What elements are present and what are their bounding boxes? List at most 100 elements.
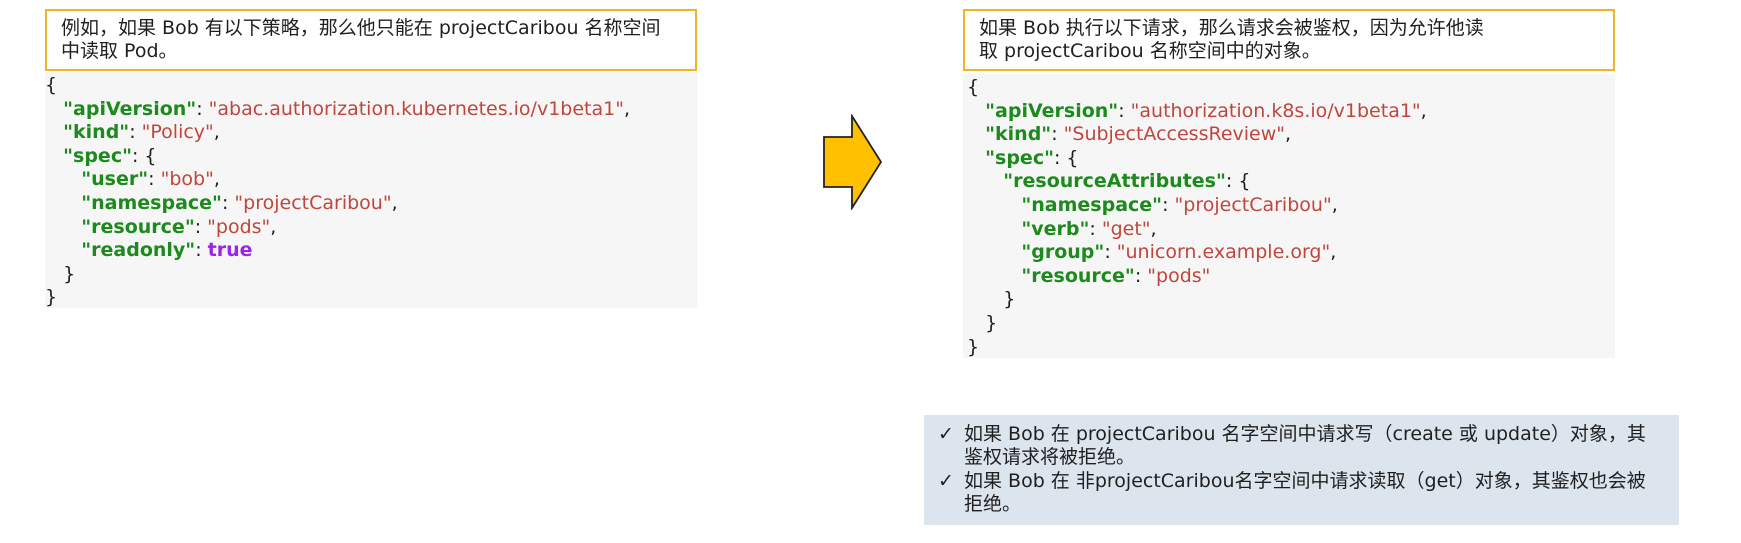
code-punctuation xyxy=(967,241,1021,263)
code-string: "unicorn.example.org" xyxy=(1116,241,1331,264)
code-key: "kind" xyxy=(985,123,1052,146)
code-punctuation: , xyxy=(391,191,398,214)
code-punctuation: , xyxy=(213,121,220,144)
code-string: "pods" xyxy=(1147,264,1211,287)
code-punctuation xyxy=(967,170,1003,192)
code-string: "get" xyxy=(1101,217,1151,240)
code-string: "SubjectAccessReview" xyxy=(1063,123,1285,146)
code-punctuation: } xyxy=(967,288,1016,311)
code-punctuation xyxy=(45,145,63,167)
code-punctuation: { xyxy=(45,74,58,96)
left-policy-caption: 例如，如果 Bob 有以下策略，那么他只能在 projectCaribou 名称… xyxy=(45,9,697,71)
code-punctuation: : xyxy=(1051,123,1064,146)
code-key: "verb" xyxy=(1021,217,1090,240)
code-punctuation: } xyxy=(45,286,58,309)
note-text: 如果 Bob 在 projectCaribou 名字空间中请求写（create … xyxy=(964,423,1646,468)
code-key: "resourceAttributes" xyxy=(1003,170,1226,193)
code-punctuation: { xyxy=(967,76,980,98)
code-punctuation: : xyxy=(195,239,208,262)
code-line: "namespace": "projectCaribou", xyxy=(45,192,697,216)
code-line: "apiVersion": "abac.authorization.kubern… xyxy=(45,98,697,122)
code-punctuation: : xyxy=(194,215,208,238)
code-punctuation: } xyxy=(45,262,76,285)
code-punctuation xyxy=(967,218,1021,240)
code-line: } xyxy=(963,336,1615,360)
code-punctuation: : xyxy=(1104,241,1117,264)
code-boolean: true xyxy=(207,239,253,262)
code-line: "resourceAttributes": { xyxy=(963,170,1615,194)
code-punctuation: , xyxy=(1150,217,1157,240)
code-key: "namespace" xyxy=(1021,193,1163,216)
code-punctuation: , xyxy=(1330,241,1337,264)
code-line: "verb": "get", xyxy=(963,218,1615,242)
denial-notes: ✓ 如果 Bob 在 projectCaribou 名字空间中请求写（creat… xyxy=(924,415,1679,525)
code-string: "authorization.k8s.io/v1beta1" xyxy=(1130,99,1421,122)
code-line: } xyxy=(45,263,697,287)
code-punctuation: : xyxy=(1089,217,1102,240)
code-punctuation xyxy=(45,168,81,190)
code-key: "readonly" xyxy=(81,239,196,262)
left-policy-code: { "apiVersion": "abac.authorization.kube… xyxy=(45,72,697,308)
code-punctuation: : xyxy=(129,121,142,144)
code-punctuation: } xyxy=(967,311,998,334)
code-string: "pods" xyxy=(207,215,271,238)
check-icon: ✓ xyxy=(938,423,954,445)
code-key: "namespace" xyxy=(81,191,222,214)
code-line: "kind": "Policy", xyxy=(45,121,697,145)
code-punctuation xyxy=(45,239,81,261)
code-line: { xyxy=(963,76,1615,100)
code-line: "readonly": true xyxy=(45,239,697,263)
code-key: "user" xyxy=(81,168,149,191)
code-key: "resource" xyxy=(81,215,195,238)
code-key: "resource" xyxy=(1021,264,1135,287)
code-line: } xyxy=(963,312,1615,336)
code-punctuation: : xyxy=(196,97,209,120)
code-punctuation: : xyxy=(148,168,161,191)
right-request-caption: 如果 Bob 执行以下请求，那么请求会被鉴权，因为允许他读 取 projectC… xyxy=(963,9,1615,71)
code-punctuation: : xyxy=(1134,264,1148,287)
code-punctuation: : xyxy=(221,191,235,214)
code-punctuation: , xyxy=(1285,123,1292,146)
code-line: { xyxy=(45,74,697,98)
right-request-code: { "apiVersion": "authorization.k8s.io/v1… xyxy=(963,74,1615,358)
code-punctuation xyxy=(45,98,63,120)
code-punctuation xyxy=(967,147,985,169)
code-key: "group" xyxy=(1021,241,1105,264)
note-item: ✓ 如果 Bob 在 非projectCaribou名字空间中请求读取（get）… xyxy=(938,470,1667,516)
code-punctuation xyxy=(967,265,1021,287)
code-key: "spec" xyxy=(63,144,132,167)
code-key: "apiVersion" xyxy=(985,99,1119,122)
code-string: "abac.authorization.kubernetes.io/v1beta… xyxy=(208,97,624,120)
code-punctuation xyxy=(967,194,1021,216)
check-icon: ✓ xyxy=(938,470,954,492)
code-punctuation: : xyxy=(1162,193,1175,216)
note-item: ✓ 如果 Bob 在 projectCaribou 名字空间中请求写（creat… xyxy=(938,423,1667,469)
code-punctuation: , xyxy=(213,168,220,191)
code-key: "spec" xyxy=(985,146,1054,169)
code-key: "kind" xyxy=(63,121,130,144)
code-line: "namespace": "projectCaribou", xyxy=(963,194,1615,218)
note-text: 如果 Bob 在 非projectCaribou名字空间中请求读取（get）对象… xyxy=(964,470,1646,515)
code-punctuation: : { xyxy=(1225,170,1251,193)
code-line: "resource": "pods", xyxy=(45,216,697,240)
code-line: "user": "bob", xyxy=(45,168,697,192)
code-line: "kind": "SubjectAccessReview", xyxy=(963,123,1615,147)
code-punctuation xyxy=(967,123,985,145)
code-line: "spec": { xyxy=(45,145,697,169)
code-punctuation xyxy=(45,121,63,143)
code-punctuation: , xyxy=(270,215,277,238)
code-punctuation: : xyxy=(1118,99,1131,122)
code-punctuation: , xyxy=(1420,99,1427,122)
code-line: } xyxy=(963,288,1615,312)
code-punctuation xyxy=(45,216,81,238)
code-line: "spec": { xyxy=(963,147,1615,171)
code-string: "Policy" xyxy=(141,121,214,144)
code-line: "group": "unicorn.example.org", xyxy=(963,241,1615,265)
code-string: "projectCaribou" xyxy=(234,191,392,214)
code-string: "projectCaribou" xyxy=(1174,193,1332,216)
code-string: "bob" xyxy=(160,168,214,191)
right-arrow-icon xyxy=(823,114,883,210)
code-punctuation xyxy=(967,100,985,122)
code-punctuation: , xyxy=(1331,193,1338,216)
code-key: "apiVersion" xyxy=(63,97,197,120)
